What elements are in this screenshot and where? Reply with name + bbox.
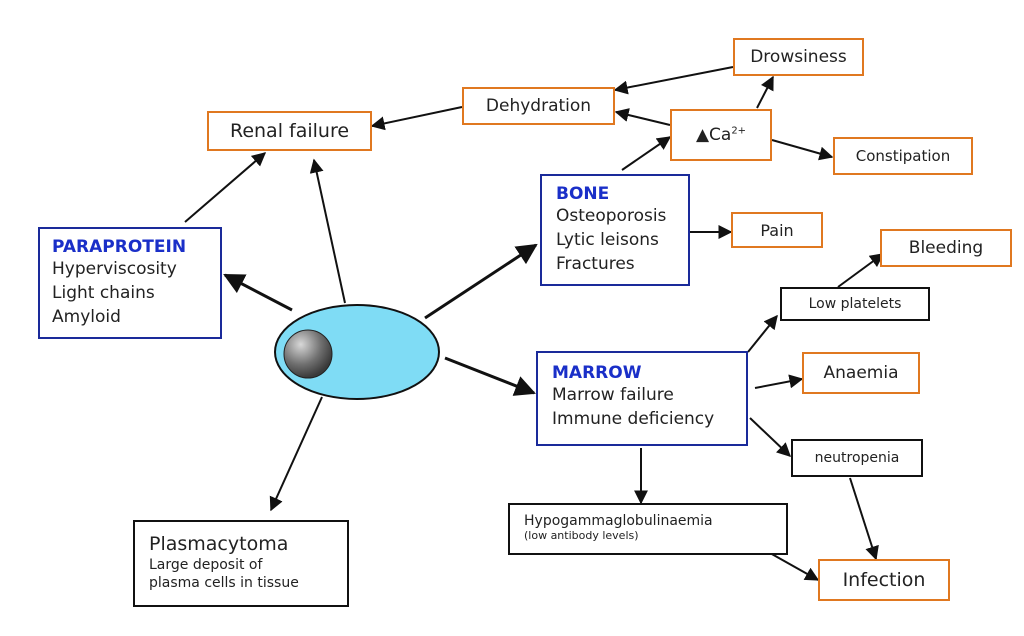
bone-box: BONE Osteoporosis Lytic leisons Fracture… bbox=[540, 174, 690, 286]
calcium-box: ▲Ca2+ bbox=[670, 109, 772, 161]
arrow-calcium-to-constipation bbox=[771, 139, 834, 161]
pain-box: Pain bbox=[731, 212, 823, 248]
marrow-title: MARROW bbox=[552, 363, 642, 383]
arrow-cell-to-paraprotein bbox=[223, 273, 293, 312]
dehydration-box: Dehydration bbox=[462, 87, 615, 125]
arrow-cell-to-plasmacytoma bbox=[269, 396, 323, 512]
arrow-drowsiness-to-dehydration bbox=[613, 66, 734, 95]
arrow-low-platelets-to-bleeding bbox=[837, 253, 885, 288]
renal-failure-label: Renal failure bbox=[229, 120, 350, 142]
arrow-paraprotein-to-renal bbox=[184, 152, 267, 223]
paraprotein-line: Light chains bbox=[52, 283, 155, 303]
marrow-line: Marrow failure bbox=[552, 385, 674, 405]
dehydration-label: Dehydration bbox=[485, 96, 592, 116]
plasma-cell-nucleus bbox=[283, 329, 333, 379]
infection-label: Infection bbox=[842, 569, 926, 591]
bone-line: Lytic leisons bbox=[556, 230, 659, 250]
bone-line: Fractures bbox=[556, 254, 635, 274]
bone-line: Osteoporosis bbox=[556, 206, 667, 226]
plasmacytoma-title: Plasmacytoma bbox=[149, 533, 289, 555]
arrow-calcium-to-drowsiness bbox=[756, 75, 774, 109]
arrow-bone-to-calcium bbox=[621, 136, 672, 171]
arrow-neutropenia-to-infection bbox=[849, 477, 879, 561]
arrow-calcium-to-dehydration bbox=[614, 108, 671, 126]
hypogamma-title: Hypogammaglobulinaemia bbox=[524, 513, 713, 529]
neutropenia-label: neutropenia bbox=[814, 450, 900, 466]
arrow-cell-to-renal bbox=[309, 158, 346, 304]
calcium-superscript: 2+ bbox=[731, 125, 747, 137]
renal-failure-box: Renal failure bbox=[207, 111, 372, 151]
arrow-cell-to-bone bbox=[424, 243, 538, 320]
constipation-box: Constipation bbox=[833, 137, 973, 175]
anaemia-box: Anaemia bbox=[802, 352, 920, 394]
arrow-hypogamma-to-infection bbox=[769, 552, 820, 581]
neutropenia-box: neutropenia bbox=[791, 439, 923, 477]
arrow-dehydration-to-renal bbox=[370, 106, 463, 131]
marrow-box: MARROW Marrow failure Immune deficiency bbox=[536, 351, 748, 446]
paraprotein-line: Hyperviscosity bbox=[52, 259, 177, 279]
calcium-label: ▲Ca2+ bbox=[696, 125, 746, 145]
constipation-label: Constipation bbox=[855, 147, 951, 165]
infection-box: Infection bbox=[818, 559, 950, 601]
paraprotein-line: Amyloid bbox=[52, 307, 121, 327]
plasmacytoma-line: plasma cells in tissue bbox=[149, 575, 299, 591]
bleeding-box: Bleeding bbox=[880, 229, 1012, 267]
hypogamma-subtitle: (low antibody levels) bbox=[524, 529, 639, 542]
pain-label: Pain bbox=[760, 220, 794, 240]
arrow-cell-to-marrow bbox=[444, 356, 536, 396]
plasmacytoma-box: Plasmacytoma Large deposit of plasma cel… bbox=[133, 520, 349, 607]
low-platelets-label: Low platelets bbox=[808, 296, 902, 312]
plasmacytoma-line: Large deposit of bbox=[149, 557, 263, 573]
paraprotein-box: PARAPROTEIN Hyperviscosity Light chains … bbox=[38, 227, 222, 339]
anaemia-label: Anaemia bbox=[823, 363, 899, 383]
bone-title: BONE bbox=[556, 184, 610, 204]
marrow-line: Immune deficiency bbox=[552, 409, 715, 429]
hypogammaglobulinaemia-box: Hypogammaglobulinaemia (low antibody lev… bbox=[508, 503, 788, 555]
low-platelets-box: Low platelets bbox=[780, 287, 930, 321]
arrow-marrow-to-low-platelets bbox=[747, 314, 778, 353]
paraprotein-title: PARAPROTEIN bbox=[52, 237, 187, 257]
arrow-marrow-to-neutropenia bbox=[749, 417, 792, 457]
arrow-marrow-to-anaemia bbox=[754, 374, 804, 389]
drowsiness-label: Drowsiness bbox=[750, 47, 847, 67]
drowsiness-box: Drowsiness bbox=[733, 38, 864, 76]
bleeding-label: Bleeding bbox=[908, 238, 984, 258]
calcium-text: ▲Ca bbox=[695, 125, 732, 145]
